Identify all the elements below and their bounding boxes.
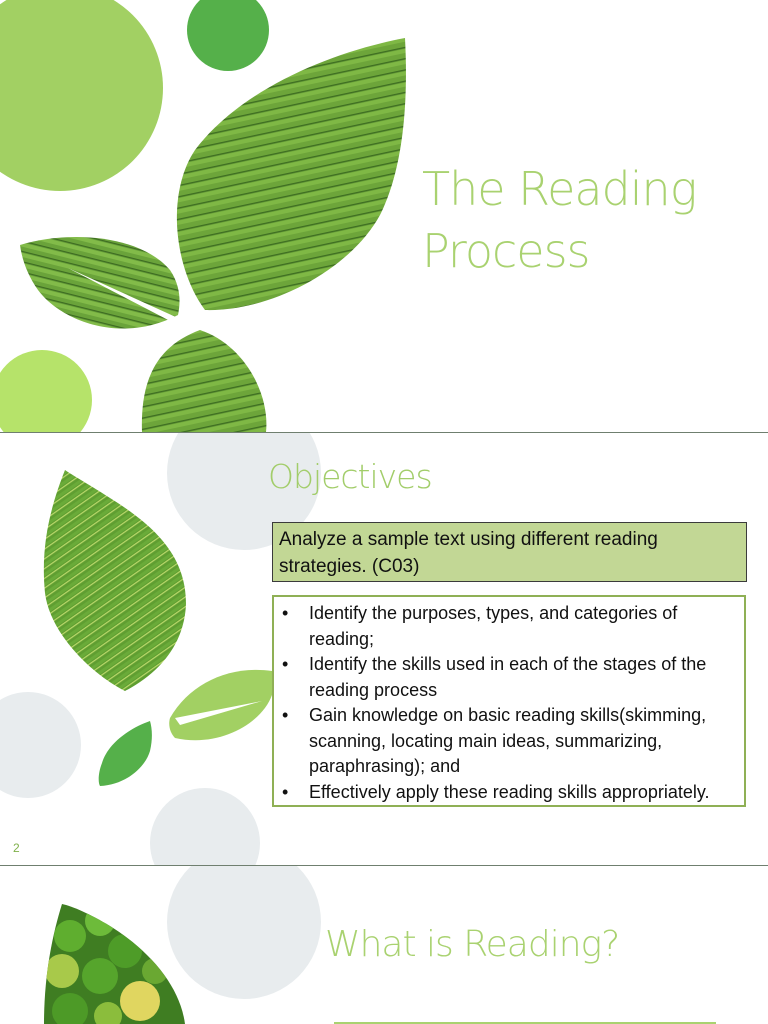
reading-leaf-artwork [44,866,321,1024]
decor-circle-gray-left [0,692,81,798]
objectives-list-box: • Identify the purposes, types, and cate… [272,595,746,807]
slide-what-is-reading: What is Reading? [0,866,768,1024]
reading-title: What is Reading? [325,924,620,965]
objective-item: • Identify the purposes, types, and cate… [280,601,736,652]
decor-circle-large [0,0,163,191]
bullet-icon: • [282,781,289,802]
big-leaf-shape [176,38,406,311]
objectives-title: Objectives [268,457,433,496]
slide-divider [0,432,768,433]
slide-number: 2 [13,841,20,855]
light-leaf-slit [175,701,262,725]
objective-item: • Identify the skills used in each of th… [280,652,736,703]
objective-item: • Effectively apply these reading skills… [280,780,736,806]
left-leaf-slit [68,268,178,322]
veined-leaf-shape [43,470,187,691]
slide-objectives: Objectives Analyze a sample text using d… [0,433,768,865]
bottom-leaf-shape [141,330,267,432]
decor-circle-gray [167,866,321,999]
decor-circle-gray-top [167,433,321,550]
objective-text: Effectively apply these reading skills a… [309,781,710,802]
objectives-list: • Identify the purposes, types, and cate… [280,601,736,805]
objective-text: Gain knowledge on basic reading skills(s… [309,705,707,776]
bullet-icon: • [282,654,289,674]
course-goal-box: Analyze a sample text using different re… [272,522,747,582]
title-line-1: The Reading [422,162,697,216]
decor-circle-lime [0,350,92,432]
title-underline [334,1022,716,1024]
slide-title: The Reading Process [0,0,768,432]
objective-text: Identify the purposes, types, and catego… [309,603,678,649]
slide-divider [0,865,768,866]
objectives-leaf-artwork [0,433,321,865]
decor-circle-small [187,0,269,71]
objective-text: Identify the skills used in each of the … [309,654,707,700]
slide-title-heading: The Reading Process [422,158,742,282]
light-leaf-shape [169,669,272,741]
bullet-icon: • [282,603,289,623]
decor-circle-gray-bottom [150,788,260,865]
small-leaf-shape [98,721,152,786]
title-line-2: Process [422,224,591,278]
objective-item: • Gain knowledge on basic reading skills… [280,703,736,780]
bullet-icon: • [282,705,289,725]
title-leaf-artwork [0,0,406,432]
